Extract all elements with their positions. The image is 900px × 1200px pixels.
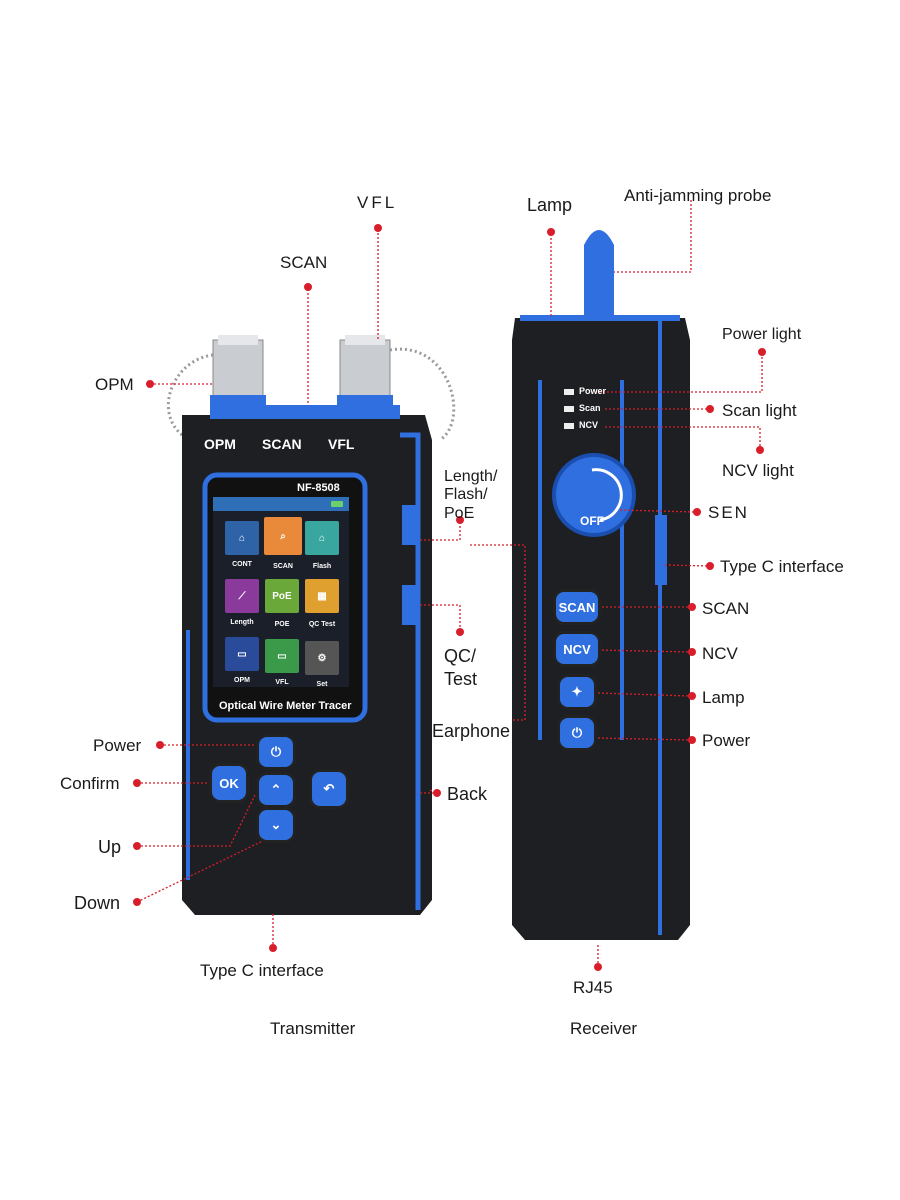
callout-confirm: Confirm — [60, 774, 120, 793]
callout-scan: SCAN — [280, 253, 328, 272]
flashlight-icon: ✦ — [571, 684, 583, 699]
dust-cap-chain — [389, 347, 456, 442]
callout-sen: SEN — [708, 503, 749, 522]
led-label: NCV — [579, 420, 599, 430]
port-label-vfl: VFL — [328, 436, 355, 452]
anti-jamming-probe — [584, 230, 614, 320]
lamp-button[interactable]: ✦ — [560, 677, 594, 707]
callout-scan-light: Scan light — [722, 401, 797, 420]
power-button[interactable]: ⏻ — [259, 737, 293, 767]
leader-dots — [133, 224, 766, 971]
tile-label: Set — [316, 681, 328, 688]
callout-type-c: Type C interface — [200, 961, 324, 980]
power-icon: ⏻ — [571, 725, 583, 740]
leader-lines — [136, 200, 763, 967]
screen-title: Optical Wire Meter Tracer — [219, 700, 352, 712]
callout-rj45: RJ45 — [573, 978, 613, 997]
model-number: NF-8508 — [297, 482, 340, 494]
opm-tile: ▭ — [225, 637, 259, 671]
callout-power-light: Power light — [722, 326, 802, 343]
port-label-scan: SCAN — [262, 436, 302, 452]
callout-receiver-lamp: Lamp — [702, 688, 745, 707]
vfl-connector — [337, 335, 393, 413]
tile-label: OPM — [234, 677, 250, 684]
callout-length-flash-poe: Length/ Flash/ PoE — [444, 468, 498, 522]
power-led — [564, 389, 574, 395]
transmitter-caption: Transmitter — [270, 1019, 356, 1038]
tile-label: SCAN — [273, 563, 293, 570]
tile-label: QC Test — [308, 621, 336, 628]
callout-qc-test: QC/ Test — [444, 646, 478, 690]
tile-label: CONT — [232, 561, 252, 568]
callout-earphone: Earphone — [432, 721, 511, 741]
vfl-tile: ▭ — [265, 639, 299, 673]
callout-type-c-receiver: Type C interface — [720, 557, 844, 576]
sen-knob[interactable] — [552, 453, 636, 537]
receiver-power-button[interactable]: ⏻ — [560, 718, 594, 748]
up-button[interactable]: ⌃ — [259, 775, 293, 805]
callout-opm: OPM — [95, 375, 134, 394]
ok-button[interactable]: OK — [212, 766, 246, 800]
callout-receiver-scan: SCAN — [702, 599, 750, 618]
callout-receiver-power: Power — [702, 731, 751, 750]
tile-label: POE — [274, 621, 290, 628]
receiver-caption: Receiver — [570, 1019, 638, 1038]
qc-test-tile: ▦ — [305, 579, 339, 613]
flash-tile: ⌂ — [305, 521, 339, 555]
callout-lamp-top: Lamp — [527, 195, 573, 215]
callout-ncv-light: NCV light — [722, 461, 794, 480]
battery-icon — [331, 501, 343, 507]
length-tile: ⟋ — [225, 579, 259, 613]
callout-back: Back — [447, 784, 488, 804]
down-button[interactable]: ⌄ — [259, 810, 293, 840]
back-button[interactable]: ↶ — [312, 772, 346, 806]
settings-tile: ⚙ — [305, 641, 339, 675]
status-bar — [213, 497, 349, 511]
scan-led — [564, 406, 574, 412]
callout-power: Power — [93, 736, 142, 755]
tile-label: Length — [230, 619, 254, 626]
knob-label: OFF — [580, 514, 604, 528]
ncv-led — [564, 423, 574, 429]
callout-probe: Anti-jamming probe — [624, 186, 772, 205]
poe-tile: PoE — [265, 579, 299, 613]
led-label: Power — [579, 386, 607, 396]
callout-vfl: VFL — [357, 193, 398, 212]
tile-label: VFL — [275, 679, 289, 686]
callout-receiver-ncv: NCV — [702, 644, 738, 663]
port-label-opm: OPM — [204, 436, 236, 452]
tile-label: Flash — [312, 563, 332, 570]
receiver-scan-button[interactable]: SCAN — [556, 592, 598, 622]
callout-up: Up — [98, 837, 122, 857]
scan-tile: ⌕ — [264, 517, 302, 555]
receiver-body — [512, 318, 690, 940]
opm-connector — [210, 335, 266, 413]
receiver-ncv-button[interactable]: NCV — [556, 634, 598, 664]
led-label: Scan — [579, 403, 601, 413]
cont-tile: ⌂ — [225, 521, 259, 555]
device-screen: ⌂ CONT ⌕ SCAN ⌂ Flash ⟋ Length PoE POE ▦… — [213, 497, 349, 688]
callout-down: Down — [74, 893, 121, 913]
